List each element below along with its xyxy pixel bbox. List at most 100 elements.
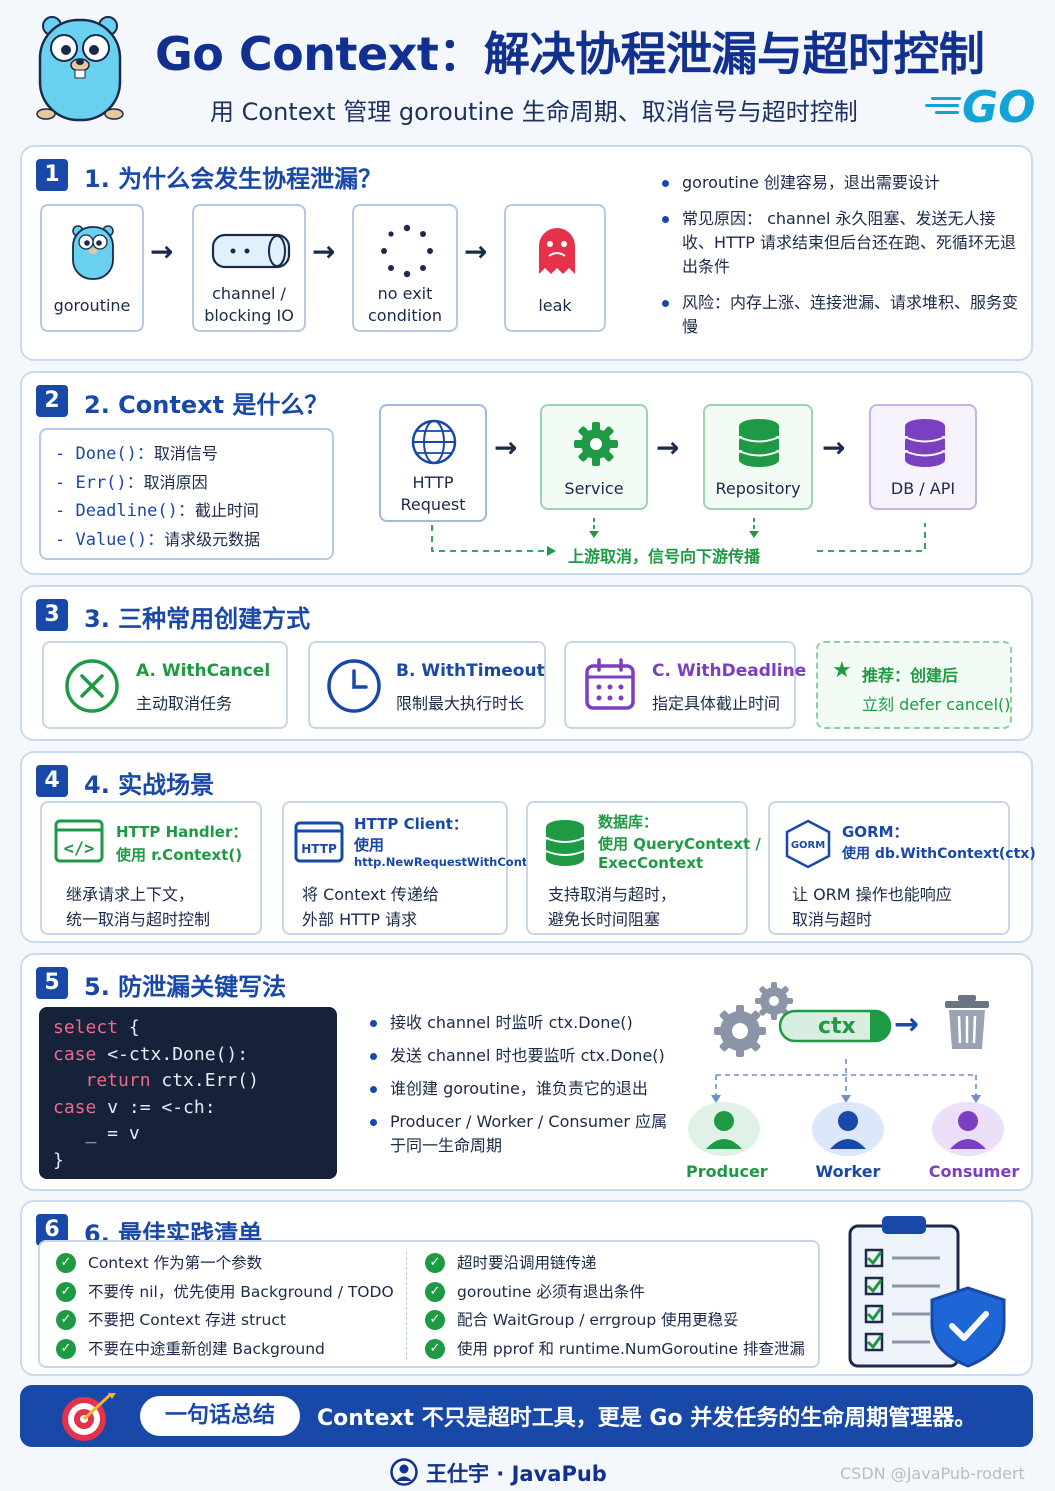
tip-line-1: 推荐：创建后	[862, 666, 959, 685]
section-anti-leak: 5 5. 防泄漏关键写法 select {case <-ctx.Done(): …	[20, 953, 1033, 1191]
api-method-err: - Err()：取消原因	[55, 472, 208, 493]
scenario-head: HTTP Client：	[354, 815, 468, 833]
scenario-desc: 取消与超时	[792, 910, 873, 929]
flow-node-label: DB / API	[890, 479, 956, 498]
arrow-icon: →	[822, 431, 846, 464]
flow-node-channel: channel / blocking IO	[192, 204, 306, 332]
fan-out-dashed-lines	[711, 1059, 981, 1103]
clipboard-shield-icon	[848, 1216, 1006, 1368]
scenario-http-client: HTTP HTTP Client： 使用 http.NewRequestWith…	[282, 801, 548, 935]
flow-node-no-exit: no exit condition	[352, 204, 458, 332]
checklist-left: Context 作为第一个参数 不要传 nil，优先使用 Background …	[56, 1253, 394, 1367]
section-title: 5. 防泄漏关键写法	[84, 973, 287, 1001]
ghost-icon	[539, 228, 575, 274]
scenario-head: 使用 r.Context()	[116, 846, 243, 864]
flow-node-label: Repository	[715, 479, 801, 498]
gopher-icon	[72, 225, 114, 280]
section-what-is-context: 2 2. Context 是什么？ - Done()：取消信号 - Err()：…	[20, 371, 1033, 575]
checklist-item: 配合 WaitGroup / errgroup 使用更稳妥	[425, 1310, 805, 1330]
svg-text:GORM: GORM	[791, 840, 825, 851]
scenario-desc: 继承请求上下文，	[66, 885, 195, 904]
arrow-icon: →	[894, 1007, 920, 1042]
code-line: }	[53, 1149, 64, 1171]
scenario-desc: 避免长时间阻塞	[548, 910, 661, 929]
card-title: A. WithCancel	[136, 661, 271, 681]
card-desc: 指定具体截止时间	[652, 694, 781, 713]
globe-icon	[411, 419, 457, 465]
scenario-head: 使用 QueryContext /	[598, 835, 761, 853]
role-label-worker: Worker	[815, 1162, 881, 1181]
scenario-head: 使用 db.WithContext(ctx)	[842, 846, 1036, 862]
section-creation-methods: 3 3. 三种常用创建方式 A. WithCancel 主动取消任务 B. Wi…	[20, 585, 1033, 741]
section-best-practices: 6 6. 最佳实践清单 Context 作为第一个参数 不要传 nil，优先使用…	[20, 1200, 1033, 1376]
summary-pill: 一句话总结	[140, 1396, 300, 1436]
list-item: 接收 channel 时监听 ctx.Done()	[366, 1011, 682, 1035]
scenario-desc: 统一取消与超时控制	[66, 910, 211, 929]
scenario-head: 使用	[354, 836, 385, 854]
worker-avatar-icon	[812, 1102, 884, 1156]
scenario-desc: 支持取消与超时，	[548, 885, 677, 904]
arrow-icon: →	[494, 431, 518, 464]
gear-icon	[574, 422, 618, 466]
http-window-icon: HTTP	[294, 821, 344, 863]
checklist-item: 使用 pprof 和 runtime.NumGoroutine 排查泄漏	[425, 1338, 805, 1359]
code-window-icon: </>	[54, 819, 104, 863]
producer-avatar-icon	[688, 1102, 760, 1156]
section-number: 2	[36, 385, 68, 417]
scenario-desc: 让 ORM 操作也能响应	[792, 885, 952, 904]
flow-node-label: channel / blocking IO	[204, 284, 294, 325]
section-title: 4. 实战场景	[84, 771, 215, 799]
flow-node-label: Service	[564, 479, 624, 498]
cancel-x-icon	[65, 659, 119, 713]
arrow-icon: →	[464, 235, 488, 268]
scenario-head: http.NewRequestWithContext	[354, 855, 549, 869]
user-circle-icon	[390, 1458, 418, 1486]
checklist-item: 不要把 Context 存进 struct	[56, 1310, 394, 1330]
code-line: _ = v	[53, 1123, 140, 1144]
arrow-icon: →	[150, 235, 174, 268]
flow-node-repository: Repository	[703, 404, 813, 510]
scenario-head: ExecContext	[598, 854, 704, 872]
list-item: 发送 channel 时也要监听 ctx.Done()	[366, 1044, 682, 1068]
context-api-list: - Done()：取消信号 - Err()：取消原因 - Deadline()：…	[39, 428, 334, 560]
checklist-divider	[406, 1252, 407, 1360]
loading-ring-icon	[381, 224, 433, 278]
section-why-leak: 1 1. 为什么会发生协程泄漏？ goroutine → channel / b…	[20, 145, 1033, 361]
trash-can-icon	[945, 995, 989, 1049]
speed-lines-icon	[925, 97, 961, 114]
checklist-item: 不要在中途重新创建 Background	[56, 1338, 394, 1359]
section-number: 3	[36, 599, 68, 631]
scenario-desc: 将 Context 传递给	[302, 885, 439, 904]
summary-text: Context 不只是超时工具，更是 Go 并发任务的生命周期管理器。	[317, 1406, 977, 1431]
checklist-item: Context 作为第一个参数	[56, 1253, 394, 1273]
scenario-database: 数据库： 使用 QueryContext / ExecContext 支持取消与…	[526, 801, 761, 935]
card-title: B. WithTimeout	[396, 661, 545, 681]
list-item: 风险：内存上涨、连接泄漏、请求堆积、服务变慢	[658, 291, 1020, 339]
scenario-head: GORM：	[842, 823, 909, 841]
ctx-capsule-icon	[778, 1009, 892, 1043]
clock-icon	[327, 659, 381, 713]
checklist-item: 超时要沿调用链传递	[425, 1253, 805, 1273]
checklist-item: goroutine 必须有退出条件	[425, 1281, 805, 1302]
scenario-head: HTTP Handler：	[116, 823, 248, 841]
gears-icon	[714, 982, 793, 1057]
star-icon: ★	[832, 658, 852, 683]
card-desc: 限制最大执行时长	[396, 694, 525, 713]
propagation-dashed-lines	[431, 518, 926, 556]
card-desc: 主动取消任务	[136, 694, 233, 713]
scenario-desc: 外部 HTTP 请求	[302, 910, 418, 929]
author-text: 王仕宇 · JavaPub	[426, 1462, 607, 1486]
checklist-item: 不要传 nil，优先使用 Background / TODO	[56, 1281, 394, 1302]
arrow-icon: →	[312, 235, 336, 268]
section-title: 2. Context 是什么？	[84, 391, 329, 419]
flow-node-label: no exit condition	[368, 284, 442, 325]
code-block: select {case <-ctx.Done(): return ctx.Er…	[39, 1007, 337, 1179]
svg-text:HTTP: HTTP	[301, 842, 337, 856]
section-number: 4	[36, 765, 68, 797]
footer-author: 王仕宇 · JavaPub	[390, 1458, 607, 1488]
ctx-label: ctx	[818, 1014, 856, 1039]
role-label-consumer: Consumer	[928, 1162, 1020, 1181]
target-icon	[62, 1393, 116, 1441]
database-icon	[738, 419, 780, 467]
arrow-icon: →	[656, 431, 680, 464]
